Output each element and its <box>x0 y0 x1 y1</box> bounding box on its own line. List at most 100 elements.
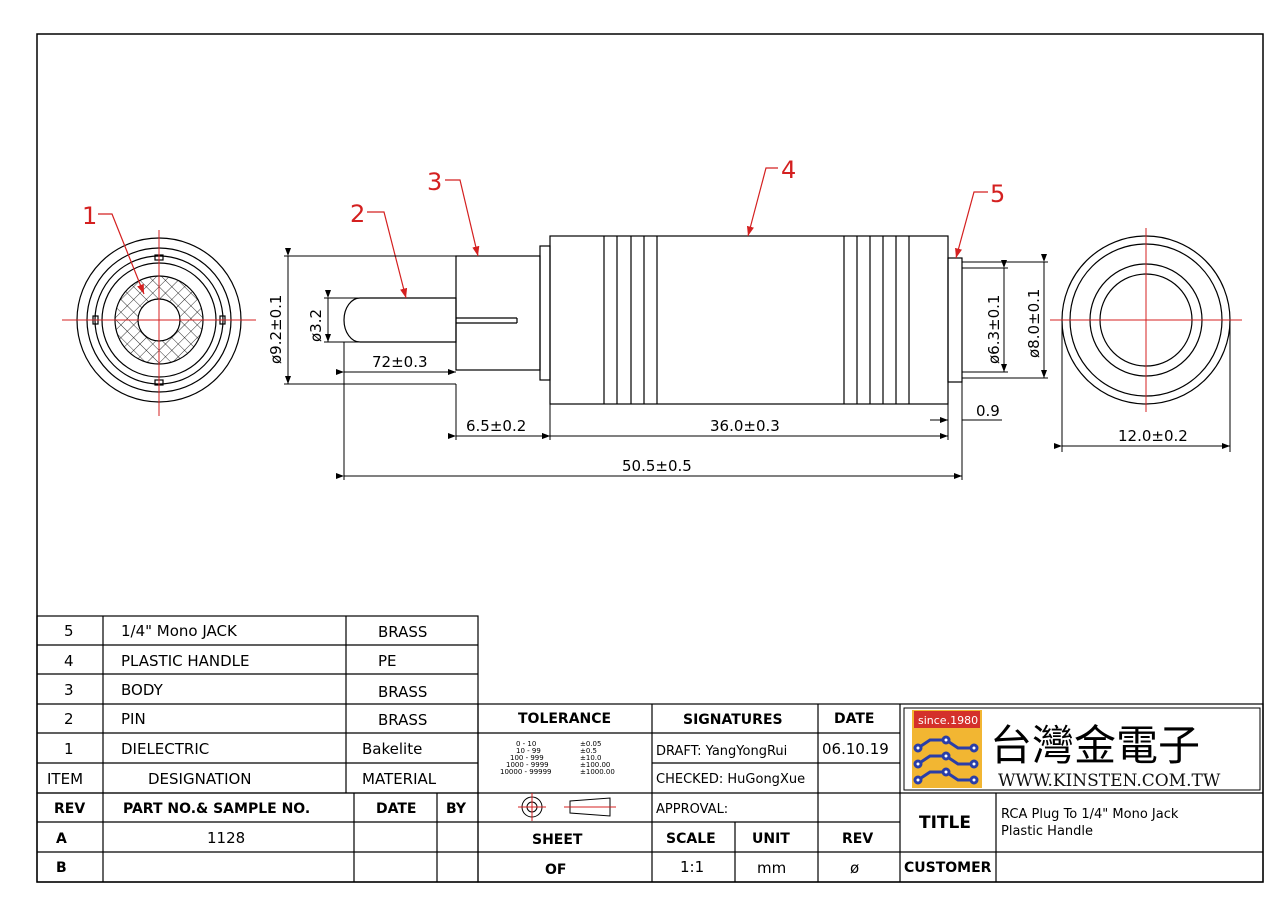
svg-text:±0.05: ±0.05 <box>580 740 601 748</box>
side-view <box>343 235 963 405</box>
svg-text:WWW.KINSTEN.COM.TW: WWW.KINSTEN.COM.TW <box>998 771 1221 791</box>
svg-text:5: 5 <box>64 622 74 640</box>
svg-text:since.1980: since.1980 <box>918 714 978 727</box>
svg-text:MATERIAL: MATERIAL <box>362 770 437 788</box>
svg-text:DATE: DATE <box>376 801 416 817</box>
balloon-5: 5 <box>955 180 1005 259</box>
svg-text:ITEM: ITEM <box>47 770 83 788</box>
svg-text:REV: REV <box>842 831 873 847</box>
svg-text:4: 4 <box>781 156 796 184</box>
svg-text:3: 3 <box>427 168 442 196</box>
svg-text:2: 2 <box>64 710 74 728</box>
svg-text:A: A <box>56 831 67 847</box>
svg-text:BY: BY <box>446 801 467 817</box>
bom-row: 3 BODY BRASS <box>64 681 427 701</box>
svg-text:±10.0: ±10.0 <box>580 754 601 762</box>
svg-text:12.0±0.2: 12.0±0.2 <box>1118 427 1188 445</box>
svg-text:6.5±0.2: 6.5±0.2 <box>466 417 526 435</box>
svg-text:ø3.2: ø3.2 <box>307 309 325 342</box>
svg-text:ø6.3±0.1: ø6.3±0.1 <box>985 295 1003 364</box>
dimension-lines <box>284 248 1231 480</box>
svg-text:台灣金電子: 台灣金電子 <box>990 721 1200 770</box>
svg-text:CUSTOMER: CUSTOMER <box>904 860 992 876</box>
revision-table <box>36 792 479 883</box>
svg-text:RCA Plug To 1/4" Mono Jac: RCA Plug To 1/4" Mono Jack <box>1001 807 1179 822</box>
svg-text:1128: 1128 <box>207 829 245 847</box>
bom-row: 4 PLASTIC HANDLE PE <box>64 652 397 670</box>
balloon-1: 1 <box>82 202 145 295</box>
svg-text:REV: REV <box>54 801 85 817</box>
bom-row: 2 PIN BRASS <box>64 710 427 729</box>
svg-text:36.0±0.3: 36.0±0.3 <box>710 417 780 435</box>
svg-text:B: B <box>56 860 67 876</box>
svg-text:DATE: DATE <box>834 711 874 727</box>
svg-text:1/4" Mono JACK: 1/4" Mono JACK <box>121 622 238 640</box>
svg-text:UNIT: UNIT <box>752 831 790 847</box>
svg-text:BRASS: BRASS <box>378 683 427 701</box>
svg-text:50.5±0.5: 50.5±0.5 <box>622 457 692 475</box>
svg-text:DRAFT: YangYongRui: DRAFT: YangYongRui <box>656 744 787 759</box>
title-field: TITLE RCA Plug To 1/4" Mono Jack Plastic… <box>919 807 1179 839</box>
balloon-4: 4 <box>746 156 796 237</box>
balloon-3: 3 <box>427 168 480 257</box>
title-block-grid <box>477 703 1264 883</box>
svg-text:BODY: BODY <box>121 681 164 699</box>
left-end-view <box>62 230 256 416</box>
svg-text:DIELECTRIC: DIELECTRIC <box>121 740 209 758</box>
sheet-fields: SHEET OF SCALE UNIT REV 1:1 mm ø <box>532 831 873 878</box>
bom-table <box>36 615 479 794</box>
svg-text:1000 - 9999: 1000 - 9999 <box>506 761 549 769</box>
svg-text:PIN: PIN <box>121 710 146 728</box>
svg-text:ø9.2±0.1: ø9.2±0.1 <box>267 295 285 364</box>
svg-text:APPROVAL:: APPROVAL: <box>656 802 728 817</box>
svg-text:0.9: 0.9 <box>976 402 1000 420</box>
company-logo: since.1980 台灣金電子 WWW.KINSTEN.COM.TW <box>903 707 1261 791</box>
svg-text:SHEET: SHEET <box>532 832 583 848</box>
bom-header: ITEM DESIGNATION MATERIAL <box>47 770 437 788</box>
svg-text:PLASTIC HANDLE: PLASTIC HANDLE <box>121 652 250 670</box>
svg-text:TITLE: TITLE <box>919 813 971 833</box>
svg-text:1: 1 <box>82 202 97 230</box>
svg-text:SIGNATURES: SIGNATURES <box>683 712 783 728</box>
svg-text:ø: ø <box>850 859 859 877</box>
svg-text:SCALE: SCALE <box>666 831 716 847</box>
svg-text:OF: OF <box>545 862 566 878</box>
tolerance-block: TOLERANCE 0 - 10 ±0.05 10 - 99 ±0.5 100 … <box>500 711 615 776</box>
bom-row: 5 1/4" Mono JACK BRASS <box>64 622 427 641</box>
svg-text:1: 1 <box>64 740 74 758</box>
svg-text:TOLERANCE: TOLERANCE <box>518 711 611 727</box>
svg-text:100 - 999: 100 - 999 <box>510 754 544 762</box>
svg-text:BRASS: BRASS <box>378 711 427 729</box>
revision-row: B <box>56 860 67 876</box>
svg-text:±0.5: ±0.5 <box>580 747 597 755</box>
svg-text:PE: PE <box>378 652 397 670</box>
circuit-logo-icon <box>913 735 979 785</box>
svg-text:10 - 99: 10 - 99 <box>516 747 541 755</box>
balloon-2: 2 <box>350 200 408 299</box>
svg-text:mm: mm <box>757 859 786 877</box>
svg-text:Bakelite: Bakelite <box>362 740 422 758</box>
svg-text:±100.00: ±100.00 <box>580 761 610 769</box>
svg-text:Plastic Handle: Plastic Handle <box>1001 824 1093 839</box>
bom-row: 1 DIELECTRIC Bakelite <box>64 740 422 758</box>
svg-text:ø8.0±0.1: ø8.0±0.1 <box>1025 289 1043 358</box>
svg-text:DESIGNATION: DESIGNATION <box>148 770 252 788</box>
svg-text:PART NO.& SAMPLE NO.: PART NO.& SAMPLE NO. <box>123 801 310 817</box>
revision-row: A 1128 <box>56 829 245 847</box>
projection-symbol-icon <box>518 793 616 821</box>
svg-text:BRASS: BRASS <box>378 623 427 641</box>
svg-text:2: 2 <box>350 200 365 228</box>
revision-header: REV PART NO.& SAMPLE NO. DATE BY <box>54 801 467 817</box>
svg-text:3: 3 <box>64 681 74 699</box>
svg-text:5: 5 <box>990 180 1005 208</box>
svg-text:0 - 10: 0 - 10 <box>516 740 536 748</box>
svg-text:72±0.3: 72±0.3 <box>372 353 428 371</box>
dimension-labels: ø9.2±0.1 ø3.2 72±0.3 6.5±0.2 36.0±0.3 0.… <box>267 289 1188 475</box>
customer-field: CUSTOMER <box>904 860 992 876</box>
svg-text:06.10.19: 06.10.19 <box>822 740 889 758</box>
svg-text:±1000.00: ±1000.00 <box>580 768 615 776</box>
svg-text:10000 - 99999: 10000 - 99999 <box>500 768 552 776</box>
svg-text:CHECKED: HuGongXue: CHECKED: HuGongXue <box>656 772 805 787</box>
signatures-block: SIGNATURES DATE DRAFT: YangYongRui 06.10… <box>656 711 889 817</box>
